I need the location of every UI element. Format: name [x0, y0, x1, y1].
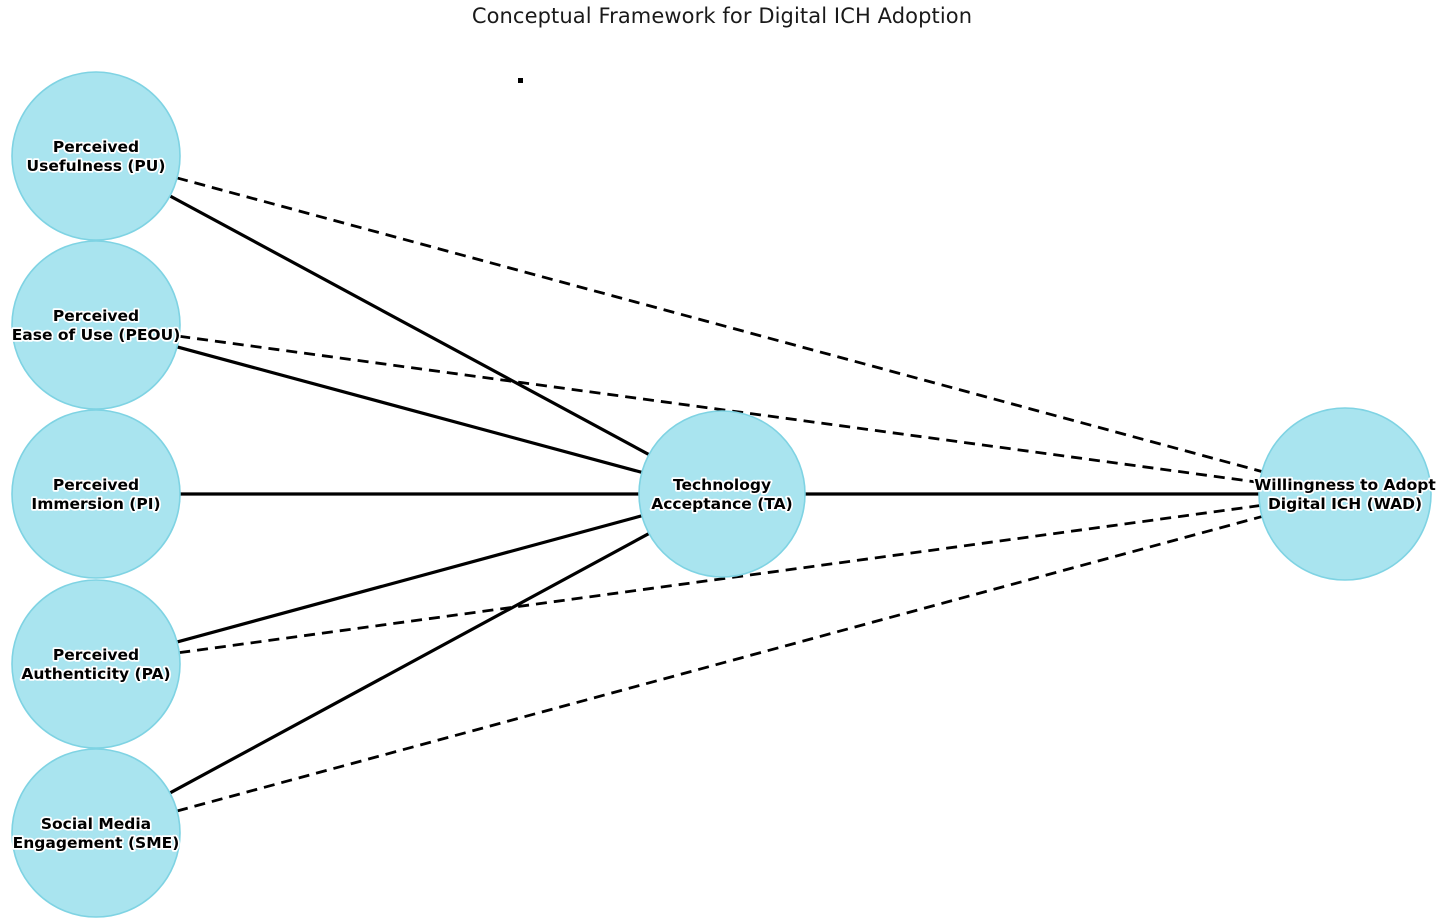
node-label-line2: Usefulness (PU) [27, 157, 166, 175]
node-circle-peou[interactable] [11, 240, 181, 410]
edges-layer [153, 171, 1280, 818]
node-label-line2: Immersion (PI) [31, 495, 160, 513]
stray-dot [518, 78, 523, 83]
node-circle-pa[interactable] [11, 579, 181, 749]
node-label-line1: Social Media [41, 815, 151, 833]
edge-peou-to-ta [159, 340, 660, 479]
node-circle-wad[interactable] [1258, 407, 1432, 581]
node-label-line1: Technology [673, 476, 771, 494]
node-label-line2: Ease of Use (PEOU) [12, 326, 181, 344]
node-label-line1: Perceived [53, 307, 139, 325]
node-circle-pu[interactable] [11, 71, 181, 241]
node-label-line1: Perceived [53, 646, 139, 664]
edge-pu-to-ta [153, 185, 666, 465]
node-label-line1: Perceived [53, 476, 139, 494]
node-label-line2: Acceptance (TA) [651, 495, 793, 513]
node-label-line1: Perceived [53, 138, 139, 156]
node-circle-pi[interactable] [11, 409, 181, 579]
node-circle-sme[interactable] [11, 748, 181, 918]
edge-sme-to-wad [159, 510, 1280, 818]
node-label-line2: Digital ICH (WAD) [1268, 495, 1422, 513]
edge-pu-to-wad [159, 171, 1280, 478]
page-title: Conceptual Framework for Digital ICH Ado… [471, 4, 973, 28]
edge-sme-to-ta [153, 523, 666, 803]
node-label-line2: Authenticity (PA) [21, 665, 170, 683]
edge-pa-to-ta [159, 509, 660, 649]
edge-peou-to-wad [161, 332, 1278, 487]
node-label-line1: Willingness to Adopt [1254, 476, 1436, 494]
annotations-layer [518, 78, 523, 83]
node-circle-ta[interactable] [638, 410, 806, 578]
node-label-line2: Engagement (SME) [13, 834, 180, 852]
edge-pa-to-wad [161, 501, 1278, 657]
